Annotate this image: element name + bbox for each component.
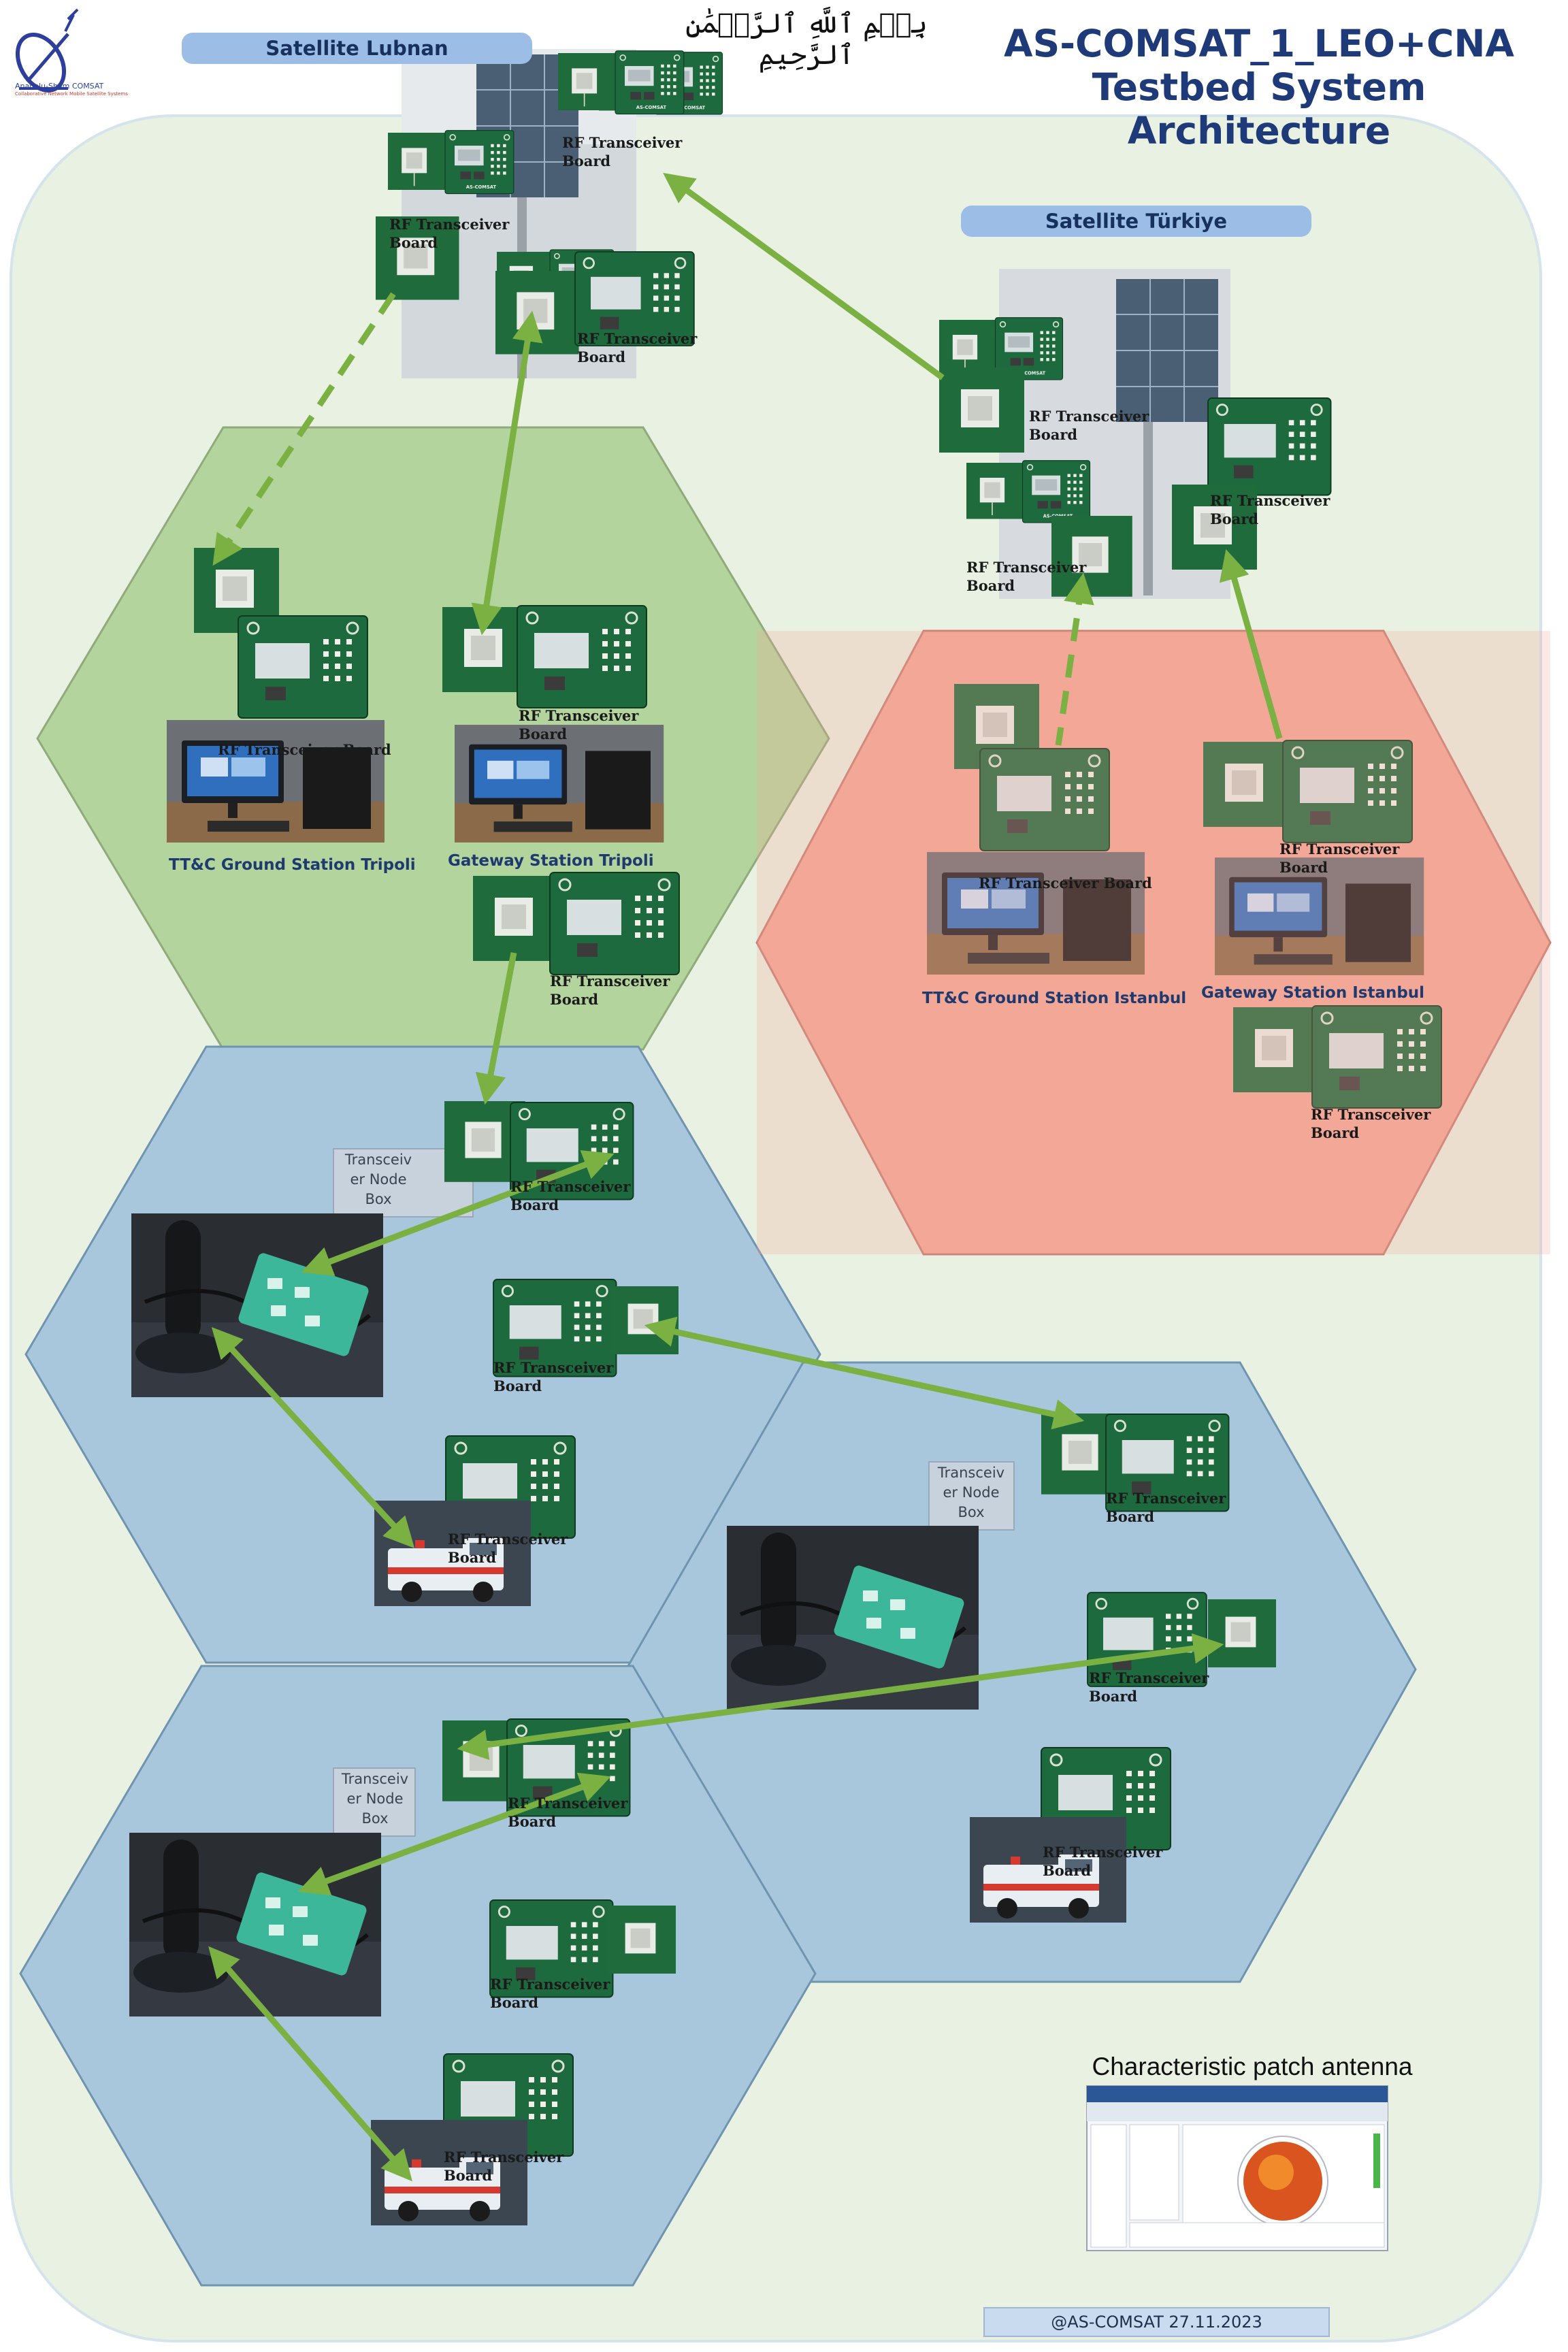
as-comsat-logo-icon	[15, 8, 79, 93]
footer-credit: @AS-COMSAT 27.11.2023	[983, 2307, 1330, 2337]
link-gateway-tripoli-node	[475, 952, 517, 1105]
rf-label-ttc-istanbul: RF Transceiver Board	[979, 875, 1152, 892]
link-node-ambulance-upper	[211, 1327, 415, 1548]
gateway-station-tripoli-label: Gateway Station Tripoli	[448, 852, 654, 870]
satellite-turkiye-label: Satellite Türkiye	[961, 206, 1311, 237]
gateway-station-istanbul-label: Gateway Station Istanbul	[1201, 984, 1425, 1002]
dashed-link-turkiye-ttc-istanbul	[1055, 572, 1094, 746]
basmala-text: بِسۡمِ ٱللَّهِ ٱلرَّحۡمَٰنِ ٱلرَّحِيمِ	[685, 8, 928, 71]
page-title-line1: AS-COMSAT_1_LEO+CNA	[1004, 22, 1514, 65]
ttc-ground-station-tripoli-label: TT&C Ground Station Tripoli	[169, 856, 416, 874]
link-upper-to-right-cell	[644, 1316, 1085, 1430]
link-lines	[208, 173, 1283, 2182]
link-lubnan-gateway-tripoli	[471, 310, 543, 636]
ttc-ground-station-istanbul-label: TT&C Ground Station Istanbul	[922, 990, 1187, 1007]
link-right-to-lower-cell	[457, 1633, 1224, 1761]
satellite-turkiye-photo	[938, 269, 1332, 599]
dashed-link-lubnan-ttc-tripoli	[212, 292, 396, 566]
satellite-lubnan-label: Satellite Lubnan	[182, 33, 532, 64]
antenna-simulation-screenshot	[1086, 2085, 1388, 2251]
link-gateway-istanbul-turkiye	[1219, 549, 1283, 740]
link-rf-node-lower	[297, 1772, 611, 1896]
antenna-caption: Characteristic patch antenna	[1092, 2053, 1413, 2080]
logo-text: Anadolu-Sham COMSAT	[15, 82, 104, 91]
cell-istanbul	[755, 630, 1552, 1256]
link-rf-node-upper	[301, 1150, 615, 1276]
rf-label-ttc-tripoli: RF Transceiver Board	[218, 741, 391, 758]
link-turkiye-lubnan	[663, 173, 945, 380]
page-title-line2: Testbed System Architecture	[1092, 65, 1426, 152]
link-node-ambulance-lower	[208, 1946, 412, 2182]
logo-subtext: Collaborative Network Mobile Satellite S…	[15, 91, 128, 97]
